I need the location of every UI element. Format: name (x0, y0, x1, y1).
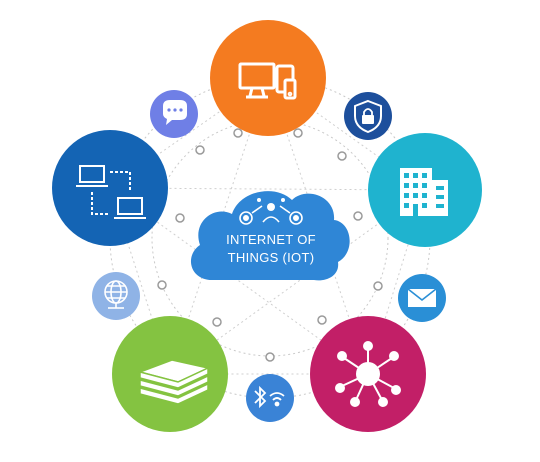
ring-dot (353, 211, 363, 221)
ring-dot (373, 281, 383, 291)
connected-laptops-icon (76, 165, 146, 219)
security-shield-icon (354, 99, 382, 134)
ring-dot (195, 145, 205, 155)
devices-circle (210, 20, 326, 136)
globe-network-badge-circle (92, 272, 140, 320)
ring-dot (265, 352, 275, 362)
node-layers (112, 316, 228, 432)
badge-bluetooth-wifi (246, 374, 294, 422)
ring-dot (233, 128, 243, 138)
node-building (368, 133, 482, 247)
devices-icon (238, 62, 297, 100)
bluetooth-wifi-icon (254, 385, 285, 409)
cloud-shape (190, 191, 350, 281)
gears-people-icon (239, 198, 303, 225)
globe-network-icon (104, 280, 128, 309)
node-devices (210, 20, 326, 136)
connected-laptops-circle (52, 130, 168, 246)
iot-cloud: INTERNET OF THINGS (IOT) (190, 191, 350, 281)
ring-dot (175, 213, 185, 223)
ring-dot (157, 280, 167, 290)
chat-bubble-icon (163, 100, 187, 125)
node-network-hub (310, 316, 426, 432)
network-hub-icon (335, 341, 401, 407)
badge-mail (398, 274, 446, 322)
badge-globe (92, 272, 140, 320)
cloud-title-line2: THINGS (IOT) (228, 250, 315, 265)
ring-dot (317, 315, 327, 325)
badge-chat (150, 90, 198, 138)
cloud-title-line1: INTERNET OF (226, 232, 316, 247)
stacked-layers-icon (137, 359, 211, 405)
node-connected-laptops (52, 130, 168, 246)
ring-dot (293, 128, 303, 138)
badge-security (344, 92, 392, 140)
mail-icon (407, 288, 437, 307)
ring-dot (212, 317, 222, 327)
ring-dot (337, 151, 347, 161)
bluetooth-wifi-badge-circle (246, 374, 294, 422)
building-icon (400, 168, 448, 216)
